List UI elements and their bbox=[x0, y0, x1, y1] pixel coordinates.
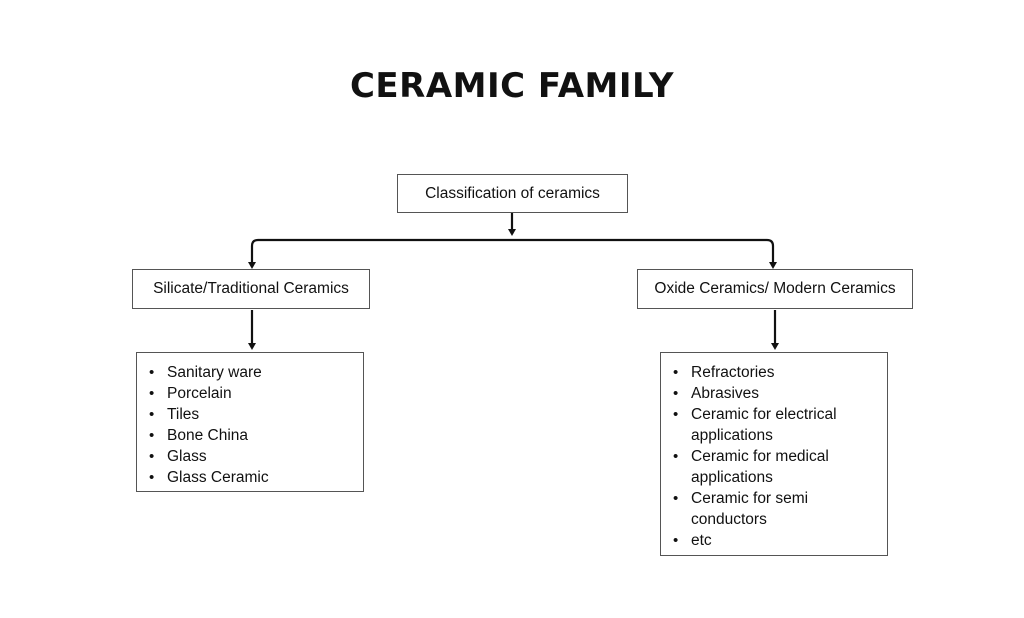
right-branch-arrowhead bbox=[769, 262, 777, 269]
root-arrowhead bbox=[508, 229, 516, 236]
list-item: Glass bbox=[147, 446, 269, 467]
branch-bracket bbox=[250, 238, 775, 266]
branch-node-silicate: Silicate/Traditional Ceramics bbox=[132, 269, 370, 309]
list-item: Glass Ceramic bbox=[147, 467, 269, 488]
left-list-arrowhead bbox=[248, 343, 256, 350]
oxide-list-box: Refractories Abrasives Ceramic for elect… bbox=[660, 352, 888, 556]
branch-node-oxide: Oxide Ceramics/ Modern Ceramics bbox=[637, 269, 913, 309]
list-item: Tiles bbox=[147, 404, 269, 425]
list-item: Sanitary ware bbox=[147, 362, 269, 383]
diagram-title: CERAMIC FAMILY bbox=[349, 66, 675, 106]
branch-node-label: Oxide Ceramics/ Modern Ceramics bbox=[654, 280, 896, 297]
list-item: Porcelain bbox=[147, 383, 269, 404]
list-item: Ceramic for electrical applications bbox=[671, 404, 871, 446]
list-item: Refractories bbox=[671, 362, 871, 383]
list-item: Bone China bbox=[147, 425, 269, 446]
root-node: Classification of ceramics bbox=[397, 174, 628, 213]
silicate-list: Sanitary ware Porcelain Tiles Bone China… bbox=[147, 362, 269, 488]
branch-node-label: Silicate/Traditional Ceramics bbox=[153, 280, 349, 297]
right-list-arrowhead bbox=[771, 343, 779, 350]
list-item: Ceramic for medical applications bbox=[671, 446, 871, 488]
list-item: Ceramic for semi conductors bbox=[671, 488, 871, 530]
root-node-label: Classification of ceramics bbox=[425, 184, 600, 202]
left-branch-arrowhead bbox=[248, 262, 256, 269]
list-item: Abrasives bbox=[671, 383, 871, 404]
silicate-list-box: Sanitary ware Porcelain Tiles Bone China… bbox=[136, 352, 364, 492]
oxide-list: Refractories Abrasives Ceramic for elect… bbox=[671, 362, 871, 551]
list-item: etc bbox=[671, 530, 871, 551]
